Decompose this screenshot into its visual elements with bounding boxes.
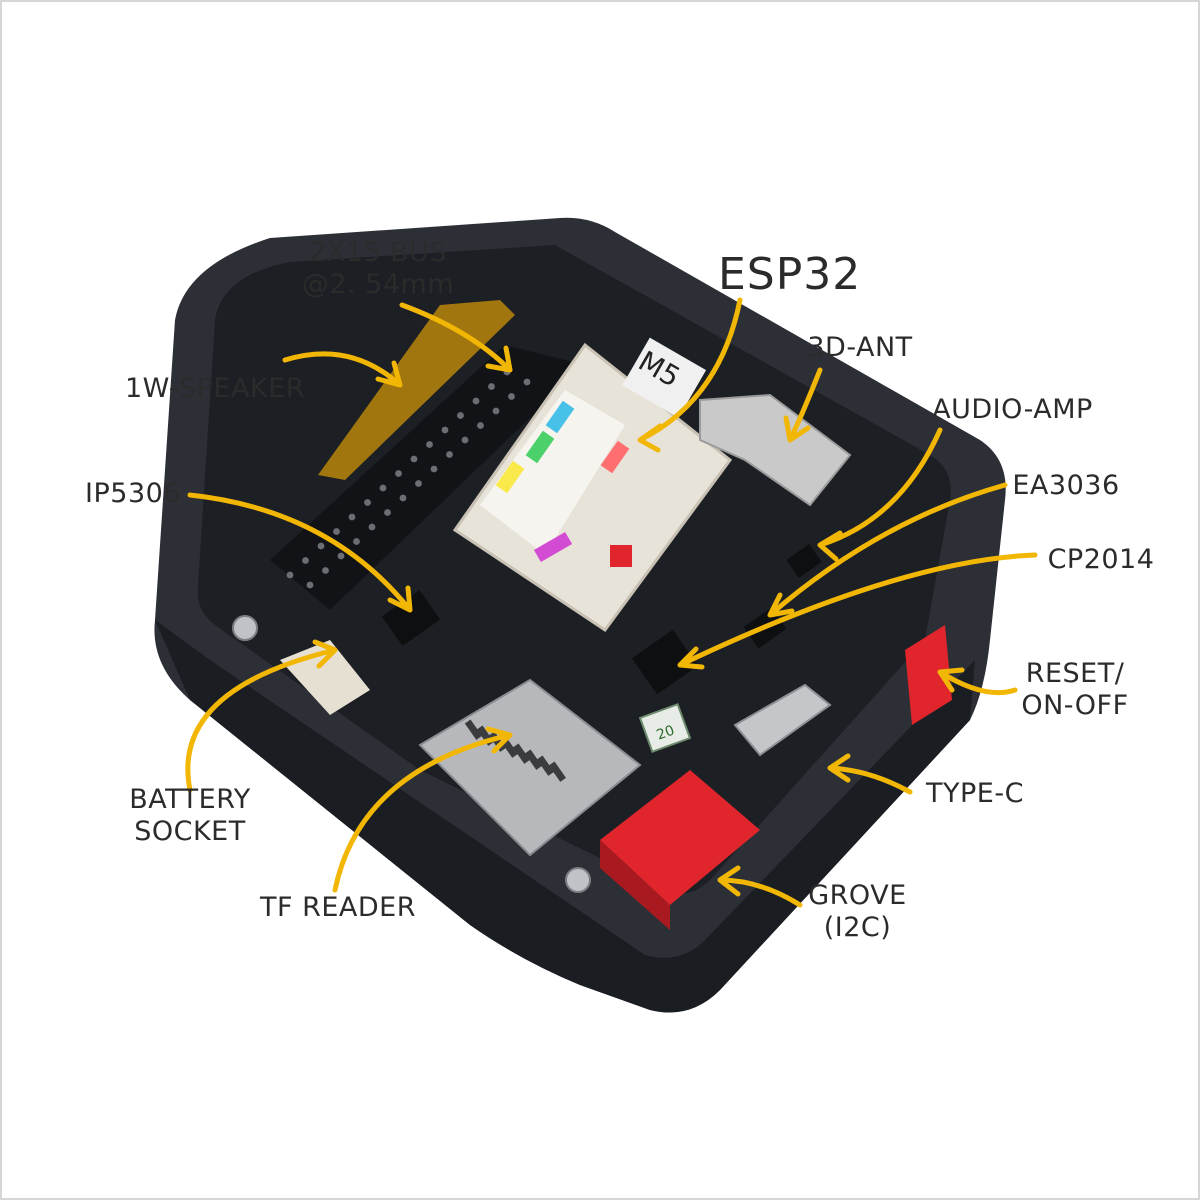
label-speaker: 1W-SPEAKER <box>125 373 305 404</box>
header-pin <box>415 480 422 487</box>
header-pin <box>457 412 464 419</box>
label-reset-line1: RESET/ <box>1025 658 1125 689</box>
label-ip5306: IP5306 <box>85 478 181 509</box>
tf-contact <box>524 749 543 770</box>
header-pin <box>286 571 294 579</box>
header-pin <box>430 465 438 473</box>
header-pin <box>337 552 345 560</box>
header-pin <box>441 426 449 434</box>
label-audio-amp: AUDIO-AMP <box>932 394 1093 425</box>
label-esp32: ESP32 <box>718 249 862 300</box>
header-pin <box>395 470 402 477</box>
label-bus-line1: 2X15 BUS <box>308 237 448 268</box>
fuse-label: 20 <box>655 723 677 744</box>
label-cp2014: CP2014 <box>1047 544 1155 575</box>
cp2014-chip <box>631 629 699 695</box>
tf-reader-slot <box>418 678 642 857</box>
label-type-c: TYPE-C <box>926 778 1024 809</box>
header-pin <box>306 581 314 589</box>
arrow-audio-amp <box>817 427 943 562</box>
grove-connector <box>600 770 760 905</box>
arrow-bus <box>399 302 513 373</box>
header-pin <box>302 557 309 564</box>
brand-block <box>622 337 707 418</box>
tf-contact <box>464 719 483 740</box>
label-grove: GROVE (I2C) <box>800 880 915 944</box>
bus-header <box>270 345 585 610</box>
header-pin <box>410 455 418 463</box>
header-pin <box>317 542 325 550</box>
arrow-speaker <box>282 351 403 388</box>
arrow-cp2014 <box>677 552 1038 670</box>
header-pin <box>446 451 453 458</box>
label-grove-line2: (I2C) <box>823 912 892 943</box>
fuse <box>638 702 692 754</box>
header-pin <box>488 383 495 390</box>
ip5306-chip <box>381 590 441 646</box>
tf-contact <box>548 761 567 782</box>
header-pin <box>461 436 469 444</box>
arrow-ip5306 <box>187 492 413 613</box>
header-pin <box>364 499 371 506</box>
header-pin <box>384 509 391 516</box>
antenna <box>699 393 852 507</box>
audio-amp-chip <box>786 543 822 579</box>
header-pin <box>333 528 340 535</box>
label-ant: 3D-ANT <box>807 332 913 363</box>
label-battery: BATTERY SOCKET <box>120 784 260 848</box>
label-bus-line2: @2. 54mm <box>301 269 455 300</box>
arrow-grove <box>717 865 803 908</box>
arrow-tf <box>332 726 513 893</box>
tf-contact <box>536 755 555 776</box>
usb-c-port <box>733 683 832 757</box>
header-pin <box>379 484 387 492</box>
callout-arrows <box>185 297 1038 908</box>
label-grove-line1: GROVE <box>808 880 907 911</box>
label-battery-line2: SOCKET <box>134 816 246 847</box>
label-reset-line2: ON-OFF <box>1021 690 1129 721</box>
label-tf-reader: TF READER <box>259 892 416 923</box>
label-ea3036: EA3036 <box>1012 470 1120 501</box>
header-pin <box>492 407 500 415</box>
screw <box>565 867 591 893</box>
label-reset: RESET/ ON-OFF <box>1015 658 1135 722</box>
label-bus: 2X15 BUS @2. 54mm <box>290 237 466 301</box>
tf-contact <box>512 743 531 764</box>
reset-button <box>905 625 952 725</box>
header-pin <box>508 393 515 400</box>
header-pin <box>399 494 407 502</box>
header-pin <box>426 441 433 448</box>
case-side <box>155 620 975 1013</box>
header-pin <box>368 523 376 531</box>
arrow-esp32 <box>637 297 743 453</box>
arrow-ea3036 <box>767 482 1008 618</box>
header-pin <box>472 397 480 405</box>
arrow-type-c <box>827 753 913 795</box>
label-battery-line1: BATTERY <box>129 784 251 815</box>
header-pin <box>322 567 329 574</box>
arrow-battery <box>185 639 338 793</box>
header-pin <box>523 378 531 386</box>
arrow-reset <box>937 667 1018 696</box>
header-pin <box>477 422 484 429</box>
header-pin <box>348 513 356 521</box>
screw <box>232 615 258 641</box>
esp32-module <box>452 342 733 633</box>
arrow-ant <box>783 367 823 443</box>
header-pins <box>286 368 531 589</box>
speaker <box>318 300 515 480</box>
header-pin <box>353 538 360 545</box>
